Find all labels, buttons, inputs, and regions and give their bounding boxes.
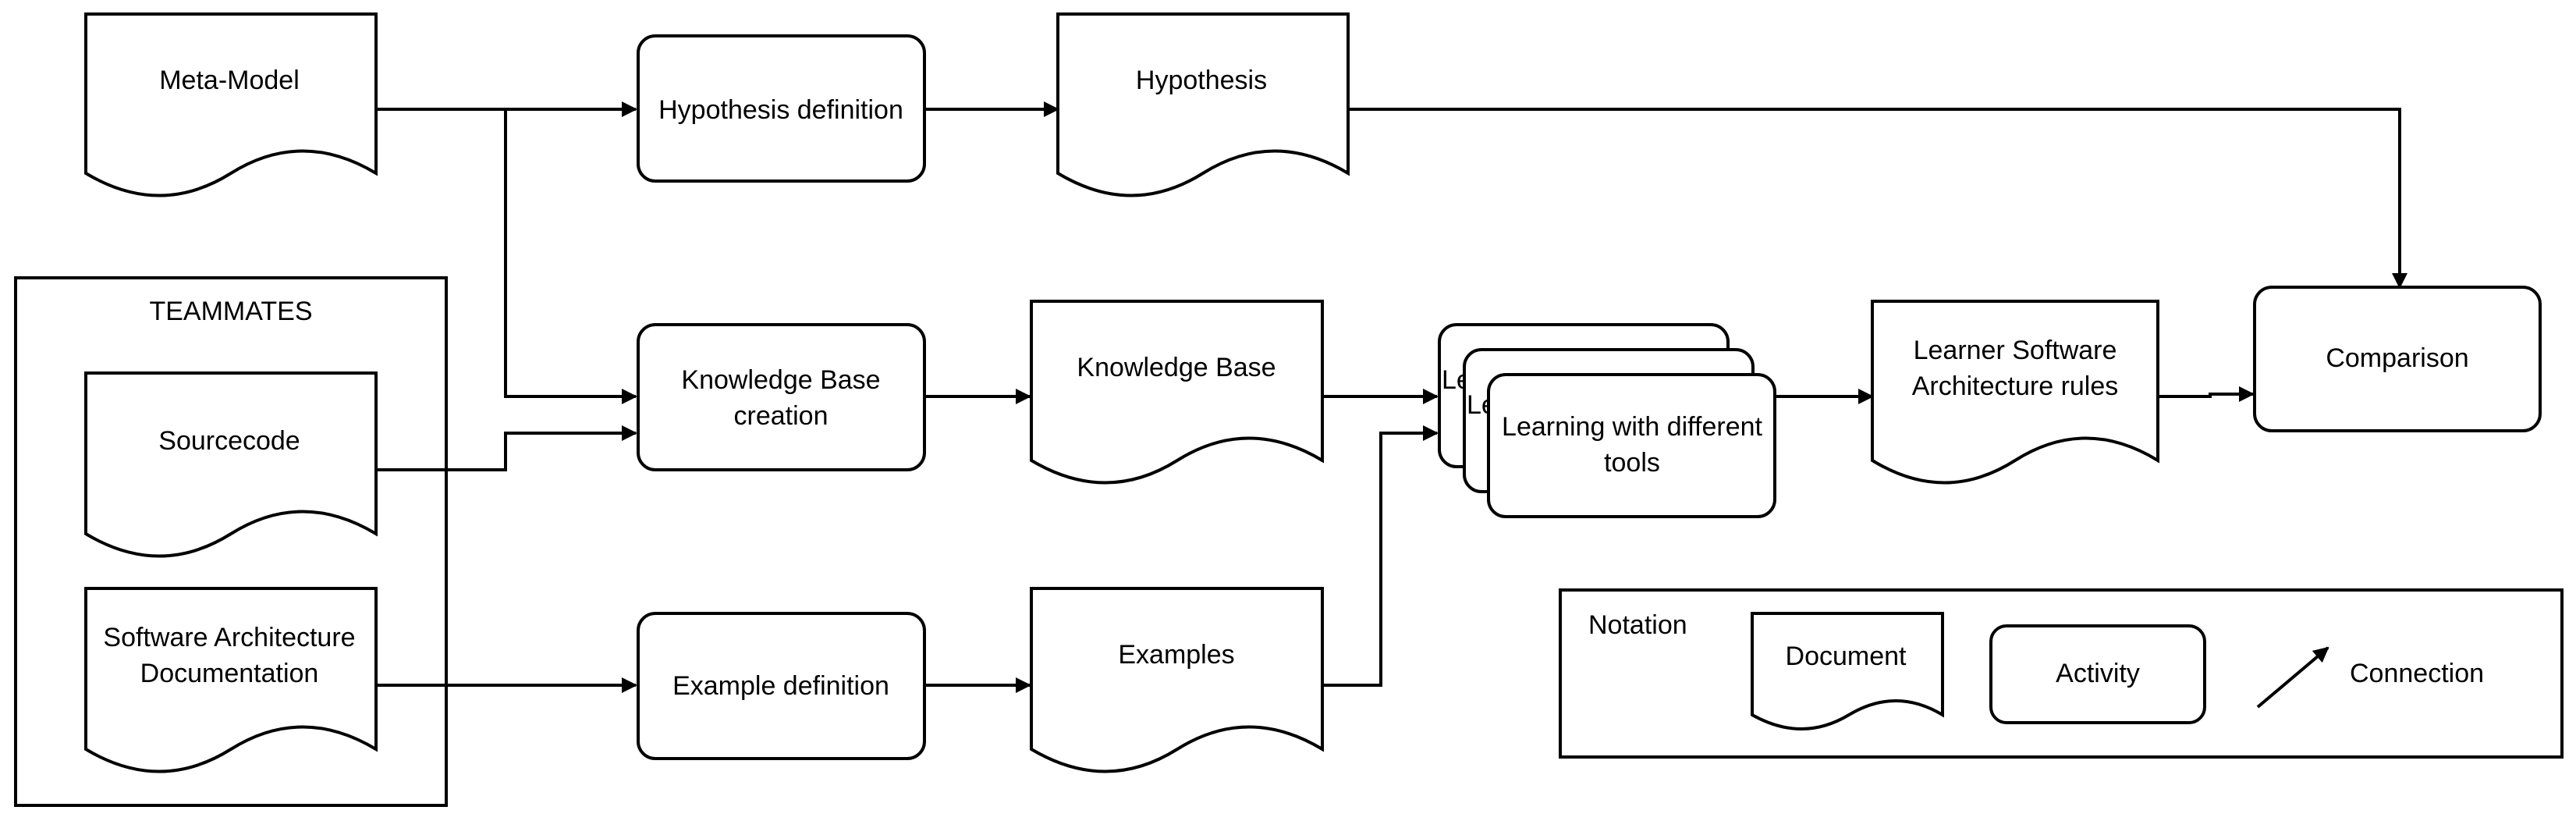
document-software-architecture-documentation: Software Architecture Documentation: [84, 587, 378, 773]
connectors: [376, 101, 2407, 693]
connector-metamodel-to-kb-creation: [504, 109, 637, 404]
activity-comparison: Comparison: [2253, 286, 2542, 432]
activity-knowledge-base-creation: Knowledge Base creation: [637, 323, 926, 471]
document-meta-model: Meta-Model: [84, 12, 378, 197]
document-learner-rules: Learner Software Architecture rules: [1871, 300, 2159, 485]
svg-text:Knowledge Base: Knowledge Base: [681, 365, 880, 395]
svg-text:Hypothesis: Hypothesis: [1136, 66, 1267, 95]
svg-text:Learner Software: Learner Software: [1914, 336, 2117, 365]
svg-text:Example definition: Example definition: [672, 671, 889, 701]
svg-text:creation: creation: [734, 401, 829, 431]
svg-text:Documentation: Documentation: [140, 659, 319, 688]
svg-text:Activity: Activity: [2056, 659, 2140, 688]
notation-connection-arrow: Connection: [2256, 646, 2484, 709]
document-sourcecode: Sourcecode: [84, 371, 378, 558]
document-examples: Examples: [1030, 587, 1324, 773]
svg-text:Hypothesis definition: Hypothesis definition: [658, 95, 903, 125]
svg-text:Sourcecode: Sourcecode: [158, 426, 300, 456]
svg-text:Software Architecture: Software Architecture: [103, 623, 355, 652]
svg-text:Connection: Connection: [2350, 659, 2484, 688]
teammates-title: TEAMMATES: [149, 297, 312, 326]
activity-example-definition: Example definition: [637, 612, 926, 760]
svg-text:Comparison: Comparison: [2326, 343, 2468, 373]
svg-text:tools: tools: [1604, 448, 1660, 478]
svg-text:Knowledge Base: Knowledge Base: [1077, 353, 1276, 382]
connector-hypothesis-to-comparison: [1348, 108, 2407, 289]
svg-text:Meta-Model: Meta-Model: [159, 66, 300, 95]
connector-examples-to-learning: [1322, 425, 1439, 687]
notation-title: Notation: [1588, 610, 1687, 640]
document-knowledge-base: Knowledge Base: [1030, 300, 1324, 485]
document-hypothesis: Hypothesis: [1056, 12, 1350, 197]
activity-learning-with-different-tools: Learning with different tools: [1487, 373, 1776, 518]
notation-legend: Notation Document Activity Connection: [1559, 588, 2564, 759]
svg-text:Examples: Examples: [1118, 640, 1234, 670]
svg-text:Learning with different: Learning with different: [1502, 412, 1762, 442]
activity-hypothesis-definition: Hypothesis definition: [637, 34, 926, 183]
activity-learning-stack: Le Le Learning with different tools: [1438, 323, 1776, 518]
svg-text:Document: Document: [1786, 642, 1907, 671]
connector-sourcecode-to-kb-creation: [376, 425, 637, 471]
notation-activity-shape: Activity: [1989, 624, 2206, 724]
svg-text:Architecture rules: Architecture rules: [1912, 371, 2119, 401]
connector-learner-rules-to-comparison: [2158, 386, 2255, 402]
notation-document-shape: Document: [1751, 612, 1944, 730]
